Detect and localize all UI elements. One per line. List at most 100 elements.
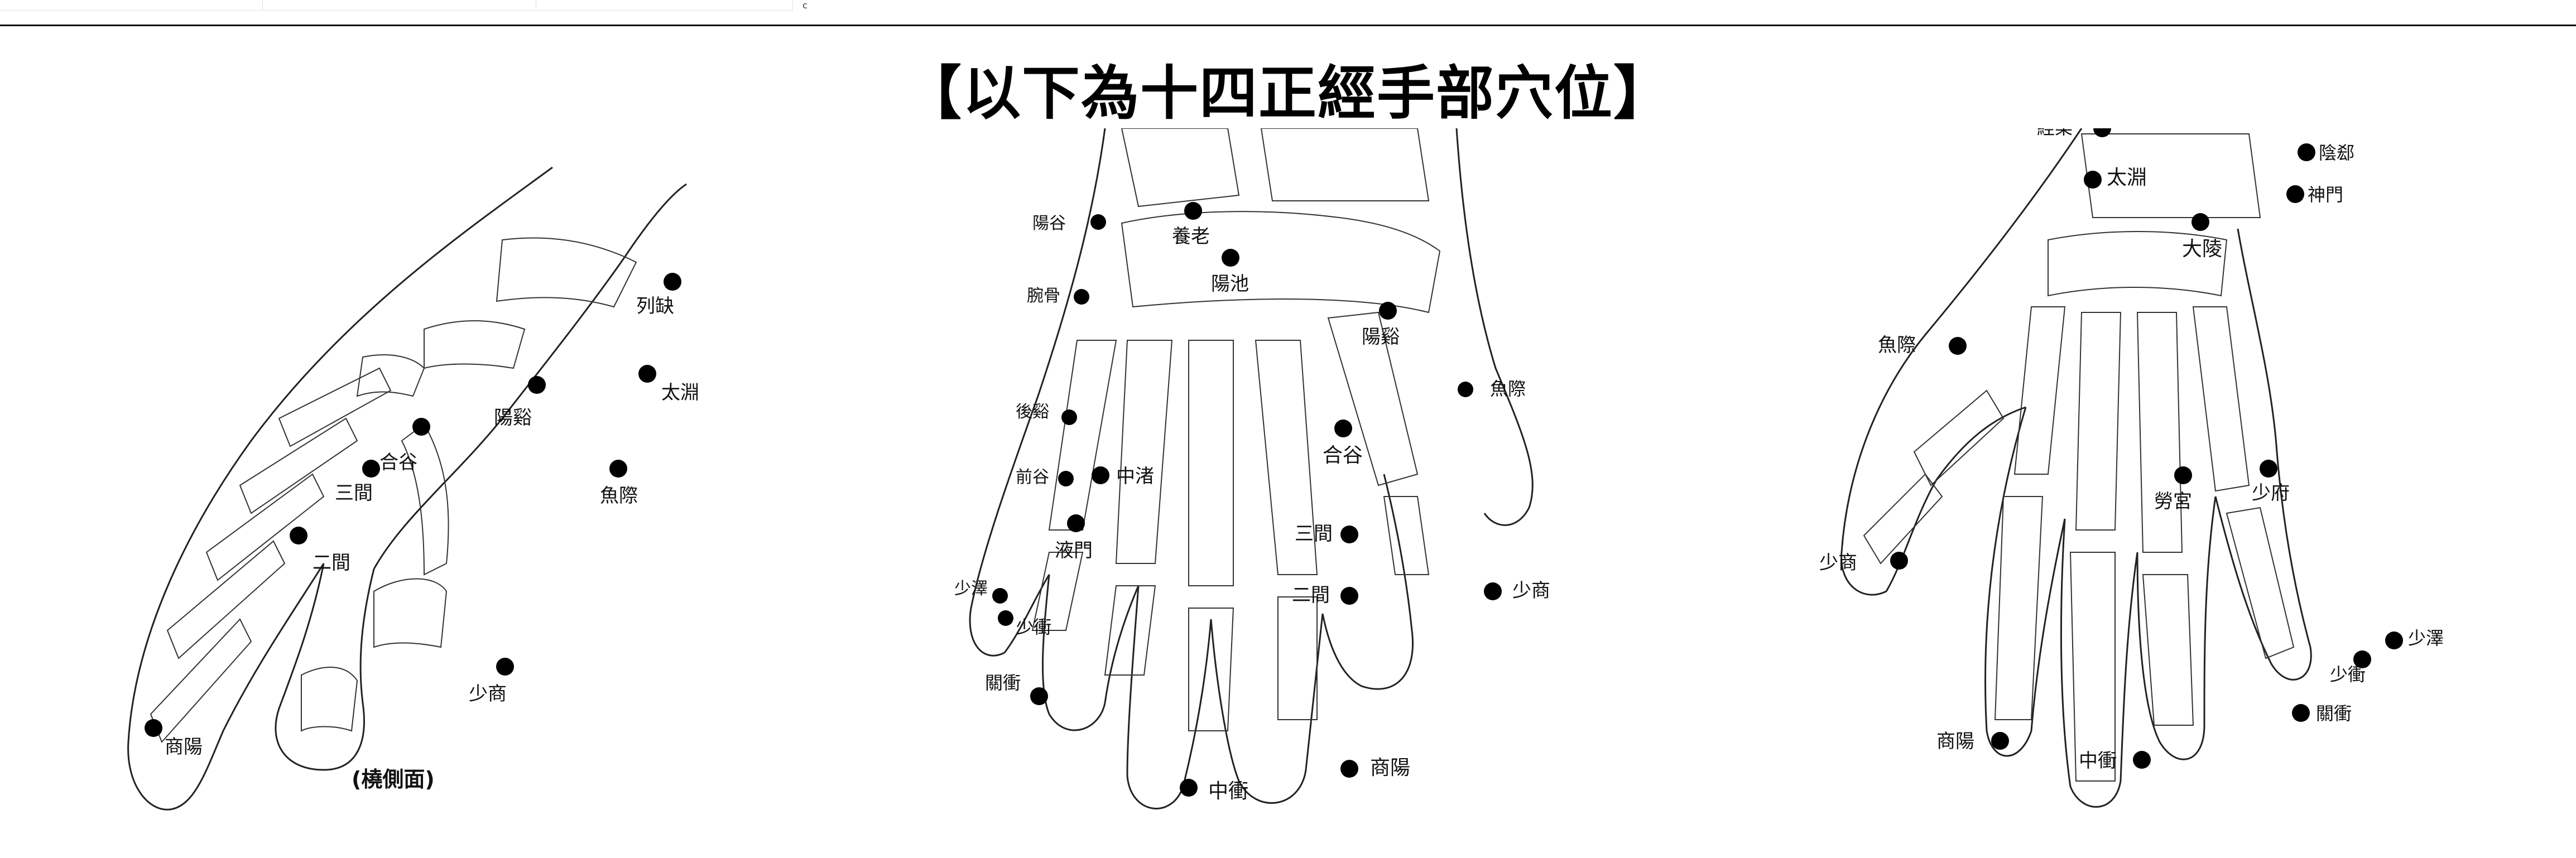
acupoint-label: 合谷: [1323, 444, 1363, 467]
acupoint-label: 關衝: [985, 672, 1021, 693]
acupoint-label: 養老: [1172, 225, 1210, 248]
acupoint-label: 太淵: [2107, 166, 2147, 189]
acupoint-marker: [1340, 587, 1358, 605]
acupoint-marker: [2385, 632, 2403, 649]
acupoint-marker: [1379, 302, 1397, 320]
acupoint-marker: [2286, 185, 2304, 203]
acupoint-label: 少澤: [954, 579, 988, 599]
acupoint-marker: [145, 719, 162, 737]
acupoint-marker: [2353, 650, 2371, 668]
toolbar-cell: [0, 0, 263, 11]
hand-outline: [1840, 128, 2312, 808]
acupoint-marker: [1074, 289, 1089, 305]
acupoint-marker: [1090, 214, 1106, 230]
palmar-hand-diagram: 經渠 陰郄 太淵 神門 大陵 魚際 勞宮 少府 少商 少澤 少衝 關衝 商陽 中…: [1819, 128, 2444, 808]
acupoint-marker: [998, 610, 1013, 626]
acupoint-label: 前谷: [1016, 467, 1049, 487]
acupoint-markers: [1890, 128, 2403, 769]
bone-structure: [150, 237, 637, 743]
acupoint-marker: [1890, 552, 1908, 570]
hand-outline: [127, 166, 687, 811]
hand-outline: [969, 128, 1534, 809]
acupoint-markers: [992, 202, 1502, 797]
acupoint-label: 合谷: [379, 451, 417, 474]
view-caption: (橈側面): [352, 767, 435, 792]
acupoint-label: 大陵: [2182, 238, 2222, 261]
acupoint-label: 陽池: [1211, 273, 1249, 295]
acupoint-marker: [2260, 460, 2277, 478]
toolbar-marker: c: [802, 0, 808, 11]
page-title: 【以下為十四正經手部穴位】: [903, 59, 1673, 127]
acupoint-marker: [2174, 466, 2192, 484]
acupoint-marker: [528, 376, 546, 394]
acupoint-marker: [2191, 213, 2209, 231]
radial-side-hand-diagram: 列缺 太淵 陽谿 魚際 合谷 三間 二間 少商 商陽 (橈側面): [127, 166, 699, 811]
acupoint-marker: [1949, 337, 1967, 355]
acupoint-marker: [1991, 732, 2009, 750]
acupoint-label: 三間: [335, 482, 373, 504]
acupoint-marker: [362, 460, 380, 478]
acupoint-marker: [1334, 420, 1352, 437]
acupoint-marker: [1067, 514, 1085, 532]
acupoint-label: 魚際: [600, 485, 638, 507]
acupoint-label: 勞宮: [2154, 490, 2192, 513]
acupoint-marker: [609, 460, 627, 478]
acupoint-label: 列缺: [636, 295, 674, 317]
acupoint-label: 少商: [1819, 552, 1857, 574]
acupoint-marker: [1484, 582, 1502, 600]
acupoint-label: 陽谿: [494, 407, 532, 429]
acupoint-marker: [2093, 128, 2111, 137]
acupoint-label: 三間: [1295, 523, 1333, 545]
toolbar-cell: [262, 0, 536, 11]
acupoint-label: 陽谷: [1032, 214, 1066, 233]
acupoint-label: 二間: [313, 552, 350, 574]
acupoint-label: 經渠: [2037, 128, 2073, 138]
acupoint-label: 中衝: [1208, 780, 1248, 803]
acupoint-marker: [2292, 704, 2310, 722]
acupoint-marker: [1340, 760, 1358, 778]
acupoint-label: 少衝: [2330, 664, 2366, 685]
acupoint-label: 中衝: [2079, 750, 2117, 772]
acupoint-marker: [1092, 466, 1109, 484]
acupoint-marker: [1061, 409, 1077, 425]
acupoint-label: 液門: [1055, 539, 1093, 562]
dorsal-hand-diagram: 陽谷 養老 陽池 腕骨 陽谿 魚際 後谿 合谷 前谷 中渚 液門 三間 二間 少…: [954, 128, 1550, 809]
acupoint-labels: 陽谷 養老 陽池 腕骨 陽谿 魚際 後谿 合谷 前谷 中渚 液門 三間 二間 少…: [954, 214, 1550, 803]
acupoint-marker: [1222, 249, 1239, 267]
acupoint-label: 魚際: [1490, 378, 1526, 399]
acupoint-label: 少商: [469, 683, 507, 705]
acupoint-label: 商陽: [1936, 730, 1974, 753]
acupoint-label: 少府: [2252, 482, 2290, 504]
acupoint-label: 少衝: [1016, 616, 1051, 638]
acupoint-label: 商陽: [1370, 756, 1410, 779]
acupoint-labels: 列缺 太淵 陽谿 魚際 合谷 三間 二間 少商 商陽: [165, 295, 699, 758]
acupoint-marker: [496, 658, 514, 676]
palmar-panel: 經渠 陰郄 太淵 神門 大陵 魚際 勞宮 少府 少商 少澤 少衝 關衝 商陽 中…: [1803, 128, 2534, 848]
toolbar-cell: [536, 0, 793, 11]
header-rule: [0, 25, 2576, 26]
bone-structure: [1863, 133, 2295, 782]
radial-side-panel: 列缺 太淵 陽谿 魚際 合谷 三間 二間 少商 商陽 (橈側面): [112, 128, 809, 848]
acupoint-label: 關衝: [2316, 703, 2352, 724]
acupoint-marker: [2084, 171, 2102, 189]
acupoint-marker: [290, 527, 307, 544]
acupoint-marker: [1058, 471, 1074, 486]
acupoint-label: 陽谿: [1362, 326, 1400, 348]
acupoint-label: 商陽: [165, 736, 203, 758]
acupoint-marker: [2298, 143, 2315, 161]
acupoint-label: 腕骨: [1027, 286, 1060, 306]
acupoint-marker: [992, 588, 1008, 604]
acupoint-marker: [664, 273, 681, 291]
bone-structure: [1031, 128, 1441, 731]
acupoint-marker: [2133, 751, 2151, 769]
acupoint-marker: [1340, 526, 1358, 543]
acupoint-marker: [1180, 779, 1198, 797]
acupoint-marker: [1030, 687, 1048, 705]
acupoint-labels: 經渠 陰郄 太淵 神門 大陵 魚際 勞宮 少府 少商 少澤 少衝 關衝 商陽 中…: [1819, 128, 2444, 772]
acupoint-label: 二間: [1292, 584, 1330, 606]
acupoint-label: 陰郄: [2319, 142, 2354, 163]
acupoint-label: 太淵: [661, 382, 699, 404]
acupoint-marker: [412, 418, 430, 436]
acupoint-label: 中渚: [1116, 465, 1154, 488]
acupoint-marker: [1184, 202, 1202, 220]
